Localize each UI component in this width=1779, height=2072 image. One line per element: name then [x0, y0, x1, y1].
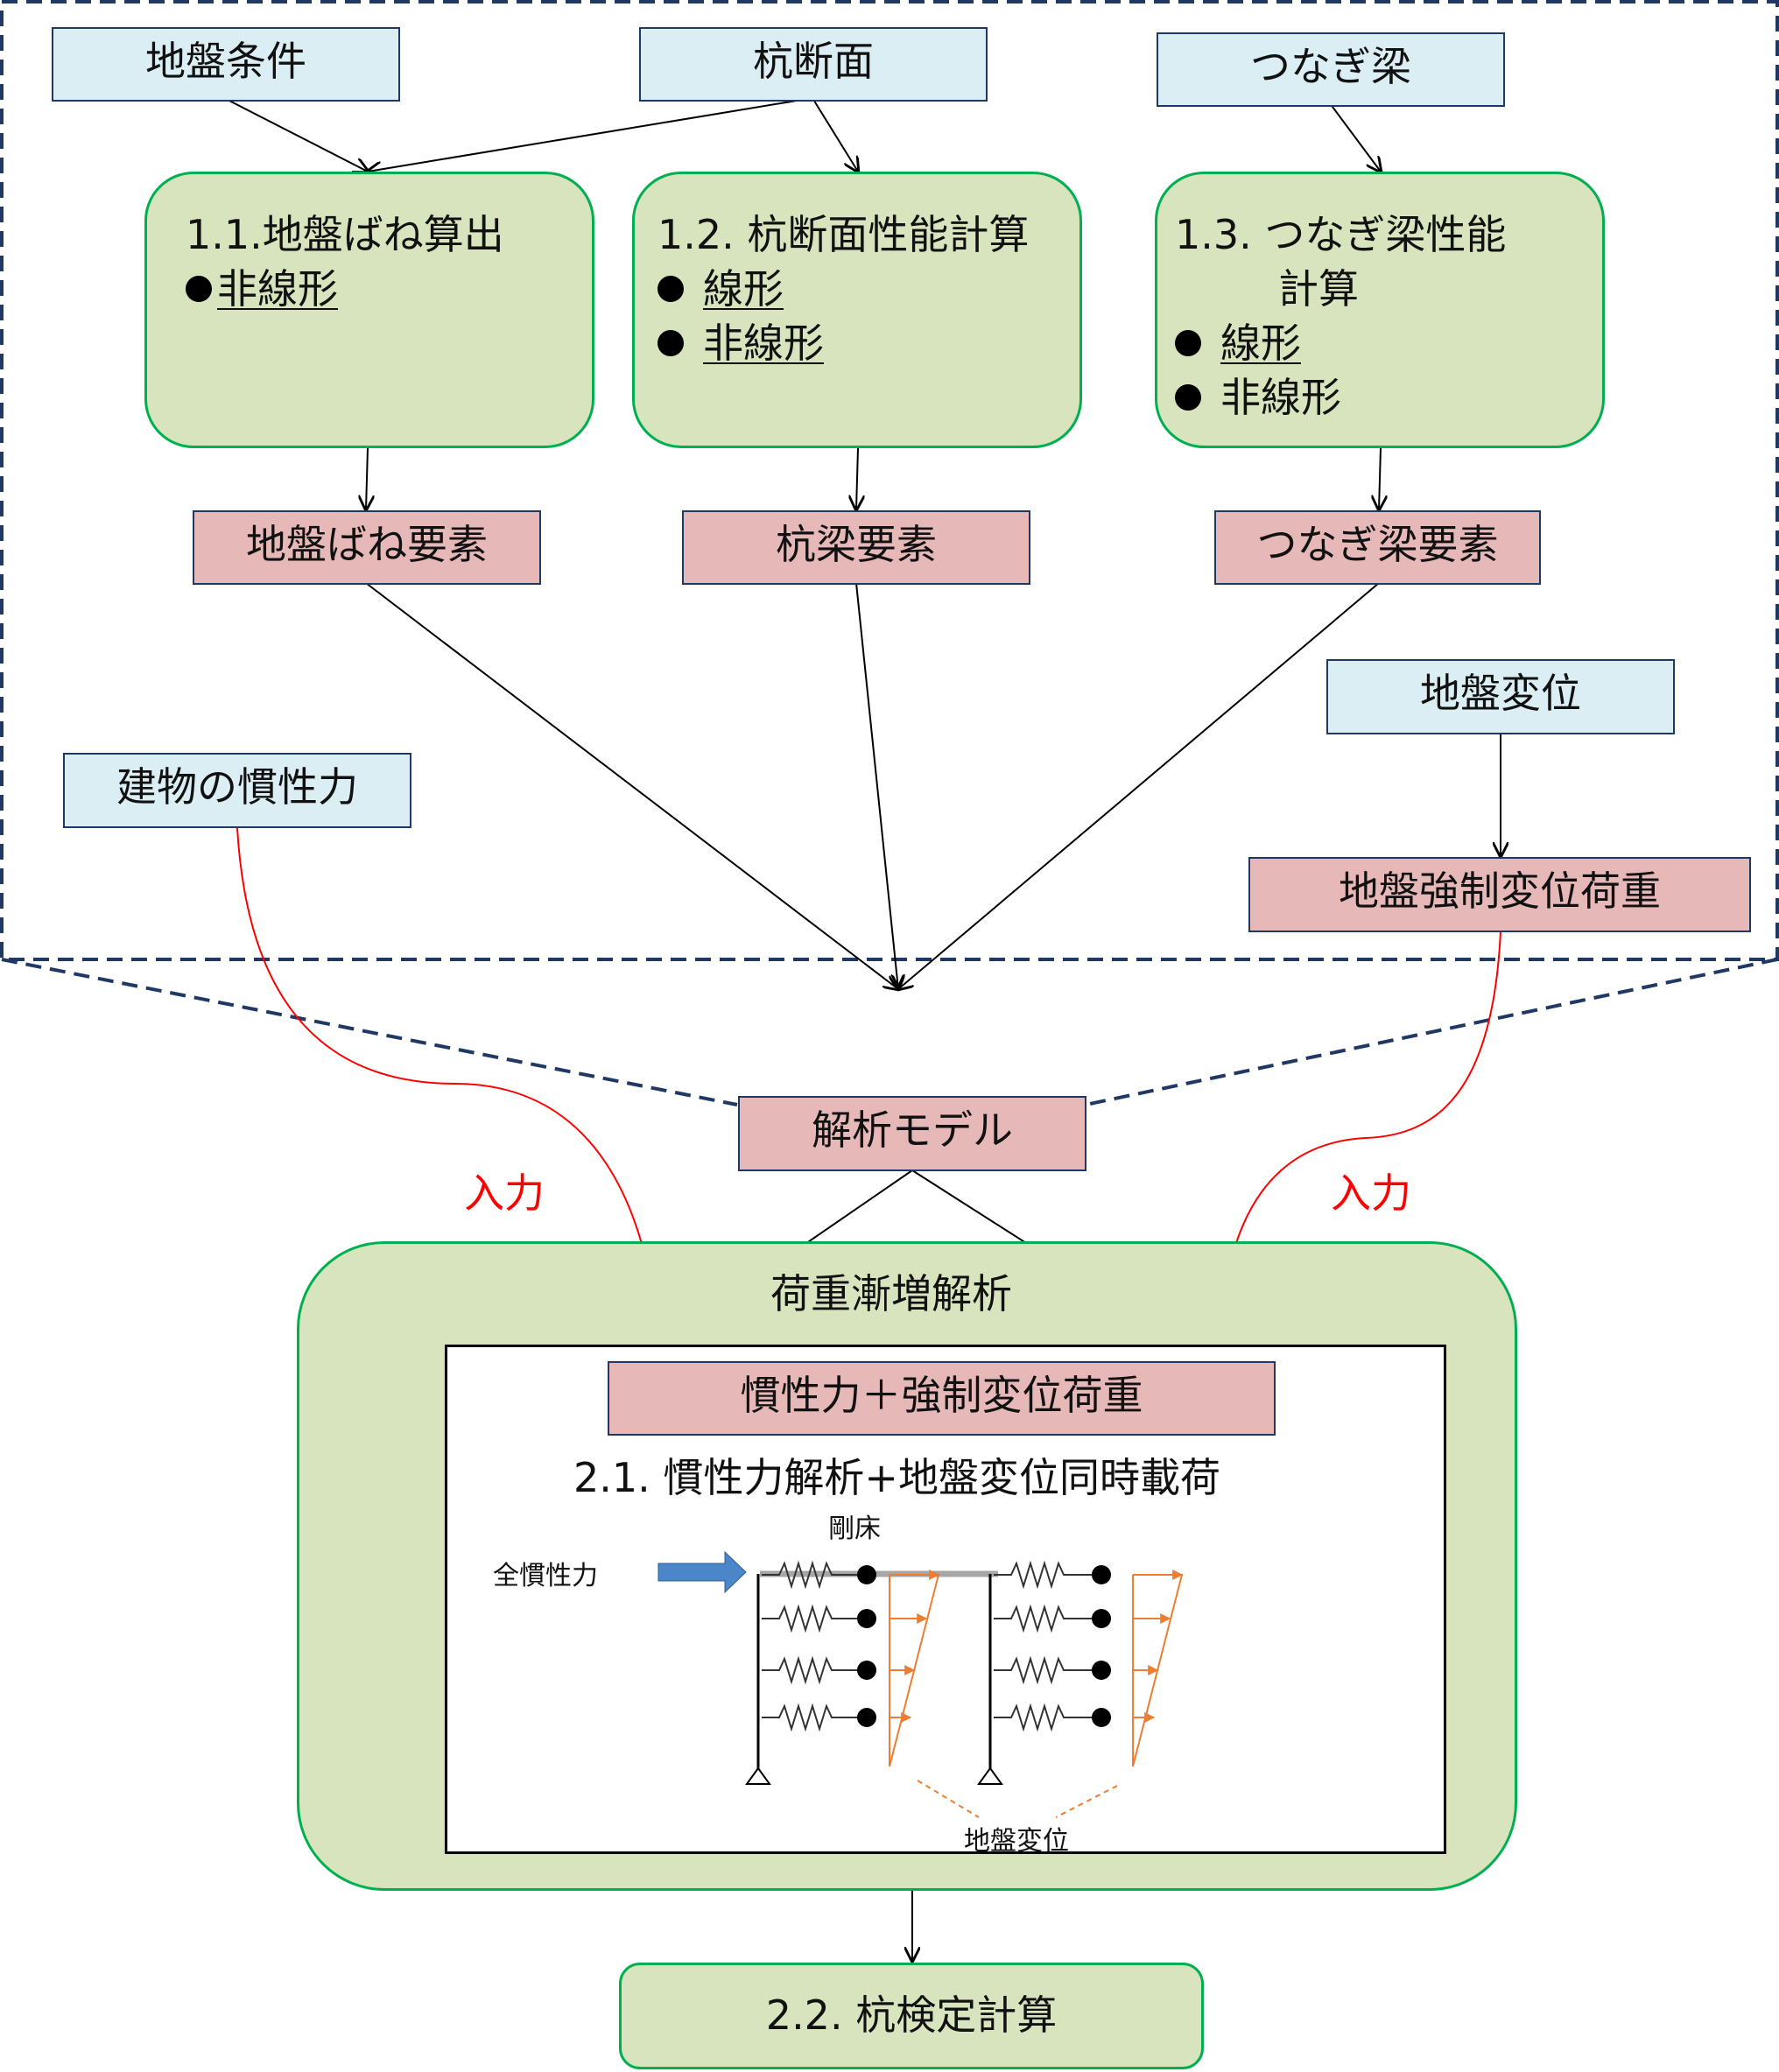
element-pile-beam: 杭梁要素 — [682, 510, 1030, 585]
input-ground-conditions: 地盤条件 — [52, 27, 400, 102]
bullet-icon — [1175, 384, 1201, 411]
calc-ground-spring-title: 1.1.地盤ばね算出 — [186, 211, 504, 258]
bullet-icon — [186, 276, 212, 302]
calc-tie-beam-title-line2: 計算 — [1278, 265, 1359, 313]
bullet-icon — [657, 330, 684, 356]
pin-support-right — [977, 1766, 1003, 1785]
input-pile-section: 杭断面 — [639, 27, 988, 102]
model-scope-frame — [0, 0, 1779, 1106]
input-ground-conditions-label: 地盤条件 — [145, 38, 306, 85]
element-tie-beam-label: つなぎ梁要素 — [1256, 521, 1499, 568]
inertia-arrow-icon — [657, 1550, 747, 1594]
load-combination-label: 慣性力＋強制変位荷重 — [740, 1372, 1143, 1419]
input-tie-beam: つなぎ梁 — [1157, 32, 1505, 107]
total-inertia-label: 全慣性力 — [493, 1561, 598, 1591]
ground-springs-left — [762, 1560, 862, 1732]
input-label-left: 入力 — [464, 1169, 545, 1217]
calc-pile-section: 1.2. 杭断面性能計算 線形 非線形 — [632, 172, 1082, 448]
element-tie-beam: つなぎ梁要素 — [1214, 510, 1541, 585]
pushover-analysis-title: 荷重漸増解析 — [770, 1270, 1012, 1317]
displacement-profile-right — [1132, 1570, 1184, 1767]
calc-tie-beam: 1.3. つなぎ梁性能 計算 線形 非線形 — [1155, 172, 1605, 448]
input-pile-section-label: 杭断面 — [753, 38, 874, 85]
bullet-icon — [657, 276, 684, 302]
calc-pile-section-item-nonlinear: 非線形 — [703, 320, 824, 367]
element-forced-disp-load-label: 地盤強制変位荷重 — [1339, 867, 1661, 915]
soil-nodes — [857, 1565, 1111, 1727]
element-ground-spring: 地盤ばね要素 — [193, 510, 541, 585]
analysis-model-box: 解析モデル — [738, 1096, 1086, 1171]
calc-ground-spring-item: 非線形 — [217, 265, 338, 313]
calc-ground-spring: 1.1.地盤ばね算出 非線形 — [144, 172, 594, 448]
calc-pile-section-item-linear: 線形 — [703, 265, 784, 313]
ground-displacement-leaders — [917, 1780, 1118, 1818]
input-tie-beam-label: つなぎ梁 — [1250, 43, 1411, 90]
ground-displacement-label: 地盤変位 — [964, 1826, 1069, 1857]
element-pile-beam-label: 杭梁要素 — [776, 521, 937, 568]
analysis-subtitle: 2.1. 慣性力解析+地盤変位同時載荷 — [573, 1454, 1220, 1501]
rigid-floor-label: 剛床 — [828, 1514, 881, 1544]
calc-pile-section-title: 1.2. 杭断面性能計算 — [657, 211, 1030, 258]
input-building-inertia-label: 建物の慣性力 — [116, 763, 358, 811]
pile-check-box: 2.2. 杭検定計算 — [619, 1963, 1204, 2069]
input-label-right: 入力 — [1331, 1169, 1411, 1217]
input-building-inertia: 建物の慣性力 — [63, 753, 411, 828]
analysis-model-label: 解析モデル — [812, 1106, 1013, 1154]
calc-tie-beam-title-line1: 1.3. つなぎ梁性能 — [1175, 211, 1507, 258]
element-ground-spring-label: 地盤ばね要素 — [246, 521, 488, 568]
input-ground-displacement-label: 地盤変位 — [1420, 670, 1581, 717]
calc-tie-beam-item-linear: 線形 — [1220, 320, 1301, 367]
ground-springs-right — [994, 1560, 1094, 1732]
calc-tie-beam-item-nonlinear: 非線形 — [1220, 374, 1341, 421]
pile-check-label: 2.2. 杭検定計算 — [765, 1991, 1058, 2039]
load-combination-box: 慣性力＋強制変位荷重 — [608, 1361, 1276, 1436]
pin-support-left — [745, 1766, 771, 1785]
input-ground-displacement: 地盤変位 — [1326, 659, 1675, 734]
bullet-icon — [1175, 330, 1201, 356]
element-forced-disp-load: 地盤強制変位荷重 — [1248, 857, 1751, 932]
displacement-profile-left — [889, 1570, 940, 1767]
